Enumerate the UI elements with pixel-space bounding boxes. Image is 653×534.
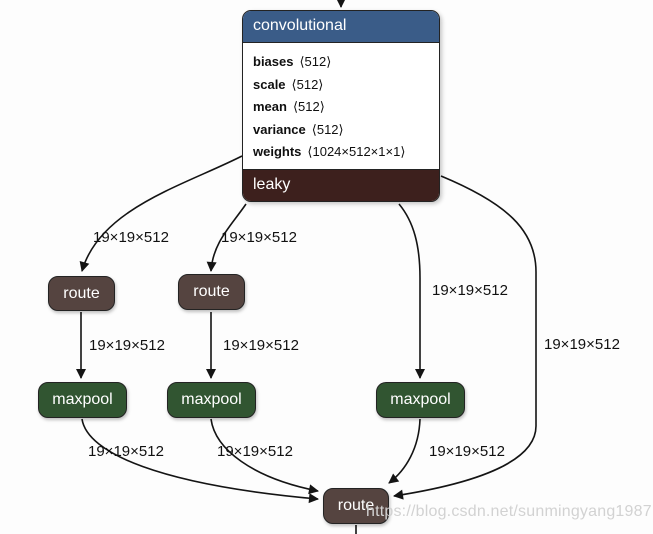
attr-row-weights: weights ⟨1024×512×1×1⟩ bbox=[253, 141, 429, 164]
edge-maxpool-3-to-route-out bbox=[388, 418, 421, 484]
attr-name: mean bbox=[253, 99, 287, 115]
edge-label-route1-maxpool1: 19×19×512 bbox=[89, 337, 165, 354]
node-leaky-activation[interactable]: leaky bbox=[243, 168, 439, 201]
attr-name: scale bbox=[253, 76, 286, 92]
edge-label-conv-routeout: 19×19×512 bbox=[544, 336, 620, 353]
attr-value: ⟨512⟩ bbox=[292, 99, 325, 115]
edge-label-conv-maxpool3: 19×19×512 bbox=[432, 282, 508, 299]
node-convolutional-attributes: biases⟨512⟩ scale⟨512⟩ mean⟨512⟩ varianc… bbox=[243, 43, 439, 169]
edge-maxpool-2-to-route-out bbox=[210, 418, 319, 495]
edge-label-maxpool2-routeout: 19×19×512 bbox=[217, 443, 293, 460]
edge-label-route2-maxpool2: 19×19×512 bbox=[223, 337, 299, 354]
attr-name: biases bbox=[253, 54, 294, 69]
watermark-text: https://blog.csdn.net/sunmingyang1987 bbox=[366, 503, 652, 520]
edge-conv-to-route-out bbox=[393, 175, 537, 500]
edge-label-conv-route1: 19×19×512 bbox=[93, 229, 169, 246]
node-route-out[interactable]: route bbox=[323, 488, 389, 524]
edge-label-maxpool3-routeout: 19×19×512 bbox=[429, 443, 505, 460]
attr-row-biases: biases ⟨512⟩ bbox=[253, 51, 429, 74]
attr-value: ⟨512⟩ bbox=[299, 54, 332, 69]
attr-row-scale: scale ⟨512⟩ bbox=[253, 74, 429, 97]
node-convolutional-title[interactable]: convolutional bbox=[243, 11, 439, 43]
node-maxpool-2[interactable]: maxpool bbox=[167, 382, 256, 418]
node-maxpool-3[interactable]: maxpool bbox=[376, 382, 465, 418]
attr-value: ⟨1024×512×1×1⟩ bbox=[307, 144, 406, 160]
attr-row-variance: variance ⟨512⟩ bbox=[253, 119, 429, 142]
edge-conv-to-route-2 bbox=[206, 203, 247, 272]
node-route-1[interactable]: route bbox=[48, 276, 115, 311]
node-route-2[interactable]: route bbox=[178, 274, 245, 310]
edge-label-maxpool1-routeout: 19×19×512 bbox=[88, 443, 164, 460]
attr-name: variance bbox=[253, 121, 306, 137]
edge-maxpool-1-to-route-out bbox=[81, 418, 319, 504]
attr-name: weights bbox=[253, 144, 302, 160]
attr-value: ⟨512⟩ bbox=[291, 76, 324, 92]
node-maxpool-1[interactable]: maxpool bbox=[38, 382, 127, 418]
edge-conv-to-route-1 bbox=[79, 155, 243, 272]
edge-conv-to-maxpool-3 bbox=[398, 203, 425, 379]
attr-value: ⟨512⟩ bbox=[311, 121, 344, 137]
attr-row-mean: mean ⟨512⟩ bbox=[253, 96, 429, 119]
node-convolutional[interactable]: convolutional biases ⟨512⟩ scale ⟨512⟩ mea… bbox=[242, 10, 440, 202]
edge-label-conv-route2: 19×19×512 bbox=[221, 229, 297, 246]
